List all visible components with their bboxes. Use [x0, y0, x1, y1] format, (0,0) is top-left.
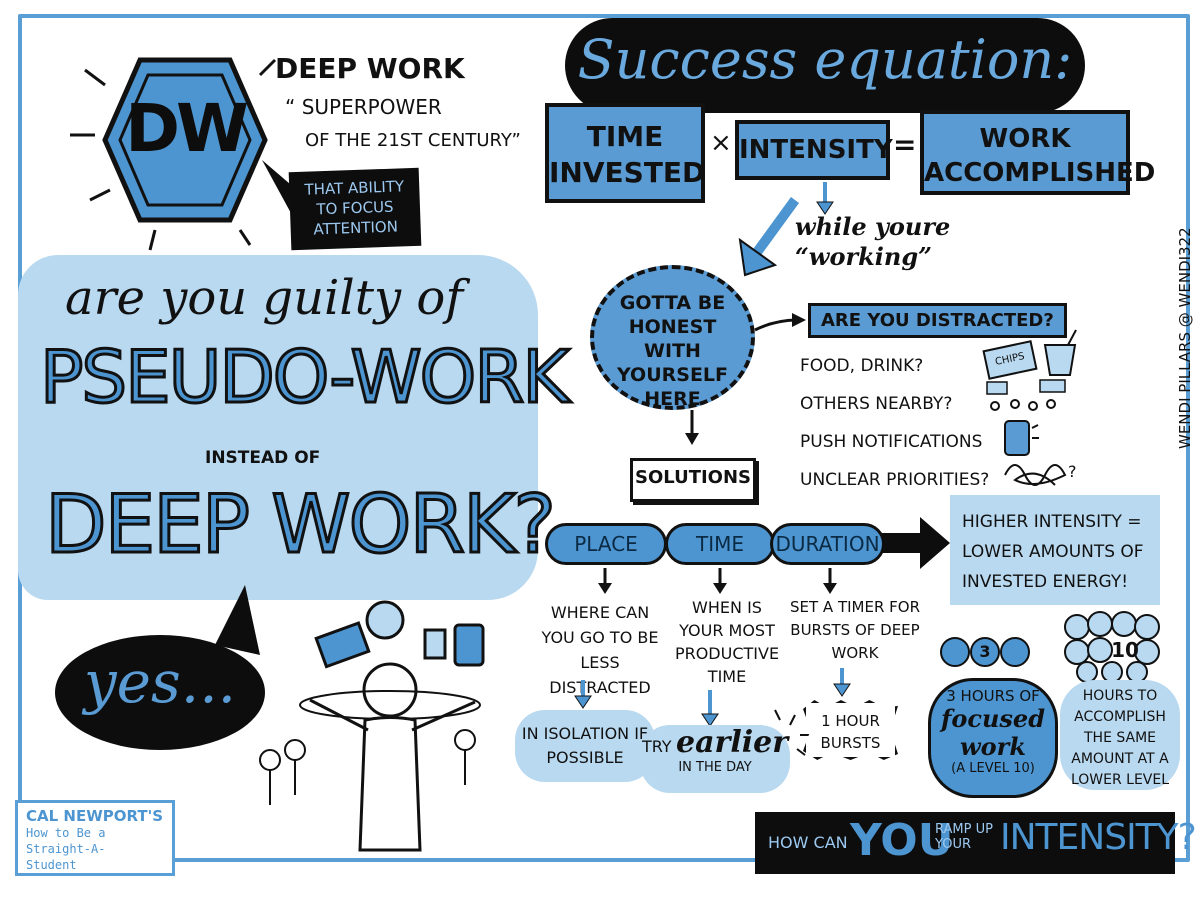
ramp-up-mid: RAMP UP YOUR	[935, 822, 993, 852]
time-down-arrow	[713, 568, 727, 594]
dw-logo-text: DW	[125, 90, 249, 167]
duration-pill: DURATION	[770, 523, 885, 565]
intensity-box: INTENSITY	[735, 120, 893, 180]
distracted-title-box: Are you DISTRACTED?	[808, 303, 1067, 338]
cup-icon	[1043, 329, 1077, 376]
ramp-up-banner	[755, 812, 1175, 874]
distraction-list: FOOD, DRINK? OTHERS NEARBY? PUSH NOTIFIC…	[800, 347, 1000, 499]
book-author: CAL NEWPORT'S	[26, 807, 163, 825]
big-right-arrow	[882, 517, 950, 569]
dw-hexagon-logo	[102, 57, 268, 223]
credit-vertical: WENDI PILLARS @ WENDI322	[1176, 227, 1194, 449]
isolation-answer: in ISOLATION if POSSIBLE	[515, 710, 655, 782]
deep-work-question: DEEP WORK?	[44, 477, 558, 573]
pseudo-work-bubble	[18, 255, 538, 600]
time-pill: TIME	[665, 523, 775, 565]
callout-tail	[262, 160, 297, 215]
equals-sign: =	[893, 128, 917, 161]
ability-callout: that ABILITY to FOCUS ATTENTION	[288, 167, 422, 251]
tangled-scribble-icon: ?	[1004, 462, 1077, 486]
superpower-line1: “ SUPERPOWER	[285, 95, 442, 119]
phone-notification-icon	[1004, 420, 1039, 456]
earlier-pre: TRY	[641, 737, 672, 756]
honest-cloud: GOTTA BE HONEST WITH YOURSELF HERE	[590, 265, 755, 410]
yes-bubble-tail	[215, 585, 260, 655]
distraction-item: UNCLEAR PRIORITIES?	[800, 470, 990, 490]
three-number: 3	[979, 642, 991, 661]
yes-text: yes...	[83, 648, 237, 716]
times-sign: ×	[710, 128, 732, 158]
time-question: WHEN IS YOUR MOST PRODUCTIVE TIME	[674, 598, 780, 686]
pseudo-work-text: PSEUDO-WORK	[39, 334, 572, 421]
deep-work-title: DEEP WORK	[275, 52, 465, 85]
while-working-text: while youre “working”	[795, 212, 951, 271]
solutions-box: SOLUTIONS	[630, 458, 756, 502]
ten-number: 10	[1111, 638, 1139, 662]
burst-lines	[70, 58, 277, 251]
yes-bubble	[55, 635, 265, 750]
work-accomplished-box: WORK ACCOMPLISHED	[920, 110, 1155, 195]
three-circles-icon	[940, 637, 1030, 667]
focused-pre: 3 HOURS of	[946, 687, 1040, 705]
place-pill: PLACE	[545, 523, 667, 565]
superpower-line2: OF the 21st CENTURY”	[305, 130, 521, 151]
focused-post: (a LEVEL 10)	[951, 761, 1035, 776]
ten-circles-icon	[1064, 611, 1160, 683]
cloud-arrows	[685, 313, 806, 445]
distraction-item: FOOD, DRINK?	[800, 356, 924, 376]
juggling-figure-illustration	[259, 600, 485, 852]
lower-level-bubble: HOURS to ACCOMPLISH the SAME AMOUNT at a…	[1060, 680, 1180, 790]
people-icon	[986, 379, 1066, 411]
higher-intensity-box: HIGHER INTENSITY = LOWER AMOUNTS of INVE…	[950, 495, 1160, 605]
book-title: How to Be a Straight-A-Student	[26, 826, 106, 872]
earlier-emphasis: earlier	[676, 725, 789, 760]
ramp-up-you: YOU	[850, 815, 954, 866]
one-hour-bursts-badge: 1 HOUR BURSTS	[803, 700, 898, 760]
success-equation-text: Success equation:	[577, 28, 1073, 91]
big-diagonal-arrow	[738, 197, 800, 277]
place-small-arrow	[574, 680, 592, 709]
sun-rays	[774, 709, 810, 756]
duration-question: SET a TIMER for BURSTS of DEEP WORK	[790, 598, 921, 662]
distraction-item: PUSH NOTIFICATIONS	[800, 432, 983, 452]
duration-small-arrow	[833, 668, 851, 697]
svg-text:?: ?	[1068, 462, 1077, 481]
earlier-answer: TRY earlier in the DAY	[640, 725, 790, 793]
ramp-up-intensity: INTENSITY?	[1000, 817, 1197, 858]
focused-emphasis: focused work	[941, 704, 1045, 761]
time-small-arrow	[701, 690, 719, 727]
time-invested-box: TIME INVESTED	[545, 103, 705, 203]
duration-down-arrow	[823, 568, 837, 594]
focused-work-bubble: 3 HOURS of focused work (a LEVEL 10)	[928, 678, 1058, 798]
distraction-item: OTHERS NEARBY?	[800, 394, 953, 414]
place-down-arrow	[598, 568, 612, 594]
success-equation-banner	[565, 18, 1085, 113]
instead-of-text: INSTEAD OF	[205, 448, 321, 468]
book-credit-box: CAL NEWPORT'S How to Be a Straight-A-Stu…	[15, 800, 175, 876]
guilty-question: are you guilty of	[65, 270, 464, 326]
ramp-up-pre: HOW CAN	[768, 833, 848, 852]
place-question: WHERE CAN YOU GO TO BE LESS DISTRACTED	[541, 603, 659, 697]
earlier-post: in the DAY	[678, 760, 752, 775]
intensity-down-arrow	[816, 182, 834, 215]
